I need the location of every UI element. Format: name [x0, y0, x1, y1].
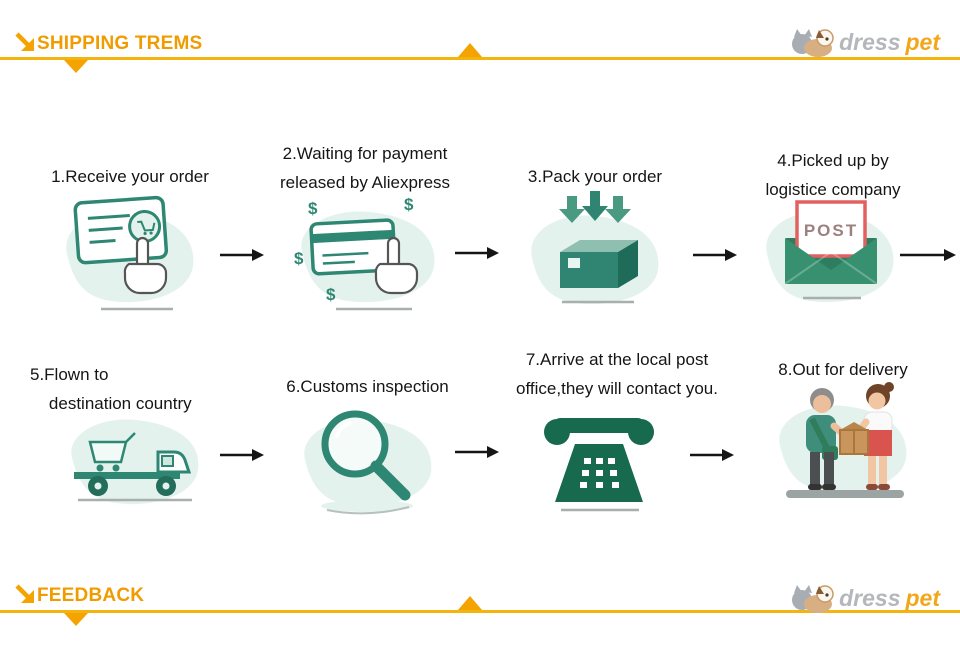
- post-letter-text: POST: [804, 221, 858, 240]
- post-pickup-icon: POST: [745, 188, 915, 321]
- cargo-truck-icon: [50, 398, 220, 521]
- telephone-icon: [513, 402, 683, 525]
- flow-arrow-icon: [220, 449, 264, 461]
- footer-divider-line: [0, 610, 960, 613]
- step-label-1: 1.Receive your order: [51, 167, 209, 186]
- header-triangle-down-icon: [64, 60, 88, 73]
- dresspet-pets-icon: [792, 29, 834, 57]
- footer-triangle-up-icon: [458, 596, 482, 610]
- dollar-sign: $: [326, 285, 336, 304]
- footer-triangle-down-icon: [64, 613, 88, 626]
- payment-card-icon: $ $ $ $: [272, 188, 462, 321]
- pack-order-icon: [510, 188, 680, 321]
- flow-arrow-icon: [693, 249, 737, 261]
- step-label-2: 2.Waiting for payment released by Aliexp…: [279, 144, 451, 192]
- step-label-6: 6.Customs inspection: [286, 377, 449, 396]
- brand-name-pet: pet: [905, 584, 941, 611]
- section-bent-arrow-icon: [15, 32, 34, 51]
- header-triangle-up-icon: [458, 43, 482, 57]
- header-divider-line: [0, 57, 960, 60]
- step-label-7: 7.Arrive at the local post office,they w…: [516, 350, 718, 398]
- brand-name-dress: dress: [839, 584, 901, 611]
- step-label-8: 8.Out for delivery: [778, 360, 908, 379]
- flow-arrow-icon: [220, 249, 264, 261]
- step-label-5: 5.Flown to destination country: [30, 365, 192, 413]
- dresspet-pets-icon: [792, 585, 834, 613]
- footer-title: FEEDBACK: [37, 585, 145, 606]
- dollar-sign: $: [404, 195, 414, 214]
- section-bent-arrow-icon: [15, 584, 34, 603]
- step-label-3: 3.Pack your order: [527, 167, 663, 186]
- step-label-4: 4.Picked up by logistice company: [765, 151, 901, 199]
- brand-name-pet: pet: [905, 28, 941, 55]
- brand-name-dress: dress: [839, 28, 901, 55]
- receive-order-icon: [45, 188, 215, 321]
- flow-arrow-icon: [900, 249, 956, 261]
- flow-arrow-icon: [455, 446, 499, 458]
- customs-magnifier-icon: [283, 398, 453, 525]
- flow-arrow-icon: [690, 449, 734, 461]
- delivery-people-icon: [758, 372, 928, 517]
- dollar-sign: $: [294, 249, 304, 268]
- dollar-sign: $: [308, 199, 318, 218]
- flow-arrow-icon: [455, 247, 499, 259]
- header-title: SHIPPING TREMS: [37, 33, 203, 54]
